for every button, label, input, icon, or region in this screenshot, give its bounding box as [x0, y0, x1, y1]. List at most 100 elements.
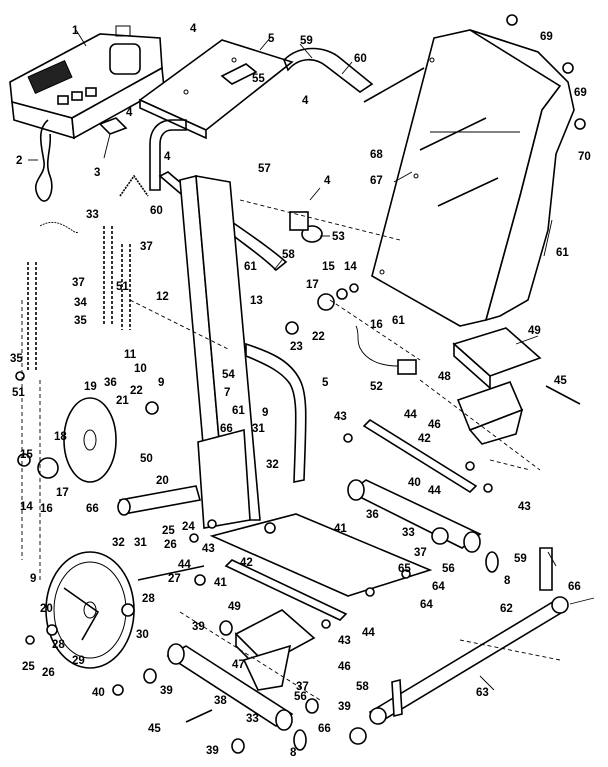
callout-44: 44 — [428, 485, 441, 497]
callout-39: 39 — [160, 685, 173, 697]
callout-43: 43 — [518, 501, 531, 513]
callout-43: 43 — [202, 543, 215, 555]
callout-27: 27 — [168, 573, 181, 585]
callout-68: 68 — [370, 149, 383, 161]
callout-63: 63 — [476, 687, 489, 699]
callout-9: 9 — [30, 573, 36, 585]
callout-19: 19 — [84, 381, 97, 393]
pedal-arm-left — [166, 643, 294, 731]
callout-11: 11 — [124, 349, 137, 361]
callout-18: 18 — [54, 431, 67, 443]
callout-43: 43 — [338, 635, 351, 647]
callout-29: 29 — [72, 655, 85, 667]
console-monitor — [9, 25, 165, 140]
bar-59 — [539, 547, 553, 591]
callout-14: 14 — [344, 261, 357, 273]
callout-58: 58 — [282, 249, 295, 261]
chains-springs — [27, 174, 149, 372]
callout-9: 9 — [158, 377, 164, 389]
callout-33: 33 — [246, 713, 259, 725]
callout-37: 37 — [296, 681, 309, 693]
callout-2: 2 — [16, 155, 22, 167]
callout-4: 4 — [302, 95, 309, 107]
callout-35: 35 — [10, 353, 23, 365]
callout-32: 32 — [266, 459, 279, 471]
rear-base — [368, 596, 569, 725]
callout-32: 32 — [112, 537, 125, 549]
callout-49: 49 — [528, 325, 541, 337]
callout-28: 28 — [52, 639, 65, 651]
console-cable — [35, 119, 53, 202]
callout-70: 70 — [578, 151, 591, 163]
pedal-right — [452, 327, 542, 445]
callout-58: 58 — [356, 681, 369, 693]
callout-20: 20 — [156, 475, 169, 487]
callout-45: 45 — [554, 375, 567, 387]
callout-5: 5 — [268, 33, 275, 45]
callout-4: 4 — [126, 107, 133, 119]
callout-47: 47 — [232, 659, 245, 671]
callout-14: 14 — [20, 501, 33, 513]
callout-48: 48 — [438, 371, 451, 383]
callout-33: 33 — [86, 209, 99, 221]
callout-7: 7 — [224, 387, 230, 399]
main-frame — [179, 174, 433, 597]
callout-1: 1 — [72, 25, 79, 37]
callout-33: 33 — [402, 527, 415, 539]
callout-61: 61 — [392, 315, 405, 327]
axle-bar — [117, 485, 202, 516]
callout-44: 44 — [362, 627, 375, 639]
callout-8: 8 — [290, 747, 297, 759]
callout-61: 61 — [232, 405, 245, 417]
callout-5: 5 — [322, 377, 329, 389]
callout-10: 10 — [134, 363, 147, 375]
shroud-cover — [371, 29, 575, 327]
pedal-arm-right — [347, 479, 482, 553]
callout-46: 46 — [338, 661, 351, 673]
callout-42: 42 — [418, 433, 431, 445]
magnet-53 — [289, 211, 323, 243]
callout-36: 36 — [366, 509, 379, 521]
callout-69: 69 — [540, 31, 553, 43]
pedal-left — [234, 609, 316, 691]
callout-17: 17 — [306, 279, 319, 291]
callout-60: 60 — [354, 53, 367, 65]
callout-8: 8 — [504, 575, 511, 587]
console-bracket — [98, 117, 128, 135]
callout-12: 12 — [156, 291, 169, 303]
callout-41: 41 — [334, 523, 347, 535]
callout-31: 31 — [252, 423, 265, 435]
callout-42: 42 — [240, 557, 253, 569]
callout-57: 57 — [258, 163, 271, 175]
callout-46: 46 — [428, 419, 441, 431]
callout-25: 25 — [162, 525, 175, 537]
callout-38: 38 — [214, 695, 227, 707]
callout-28: 28 — [142, 593, 155, 605]
callout-40: 40 — [92, 687, 105, 699]
callout-56: 56 — [294, 691, 307, 703]
callout-39: 39 — [206, 745, 219, 757]
callout-64: 64 — [432, 581, 445, 593]
callout-49: 49 — [228, 601, 241, 613]
callout-20: 20 — [40, 603, 53, 615]
long-rods — [137, 418, 478, 621]
assembly-lines — [21, 199, 561, 701]
callout-16: 16 — [370, 319, 383, 331]
callout-17: 17 — [56, 487, 69, 499]
callout-45: 45 — [148, 723, 161, 735]
callout-66: 66 — [568, 581, 581, 593]
callout-50: 50 — [140, 453, 153, 465]
callout-13: 13 — [250, 295, 263, 307]
callout-65: 65 — [398, 563, 411, 575]
callout-66: 66 — [220, 423, 233, 435]
callout-30: 30 — [136, 629, 149, 641]
callout-37: 37 — [140, 241, 153, 253]
callout-37: 37 — [72, 277, 85, 289]
upper-plate — [138, 39, 294, 140]
callout-51: 51 — [12, 387, 25, 399]
callout-55: 55 — [252, 73, 265, 85]
callout-labels: 1 2 3 4 4 4 4 4 5 5 7 8 8 9 9 9 10 11 12… — [10, 23, 591, 759]
callout-66: 66 — [318, 723, 331, 735]
callout-51: 51 — [116, 281, 129, 293]
